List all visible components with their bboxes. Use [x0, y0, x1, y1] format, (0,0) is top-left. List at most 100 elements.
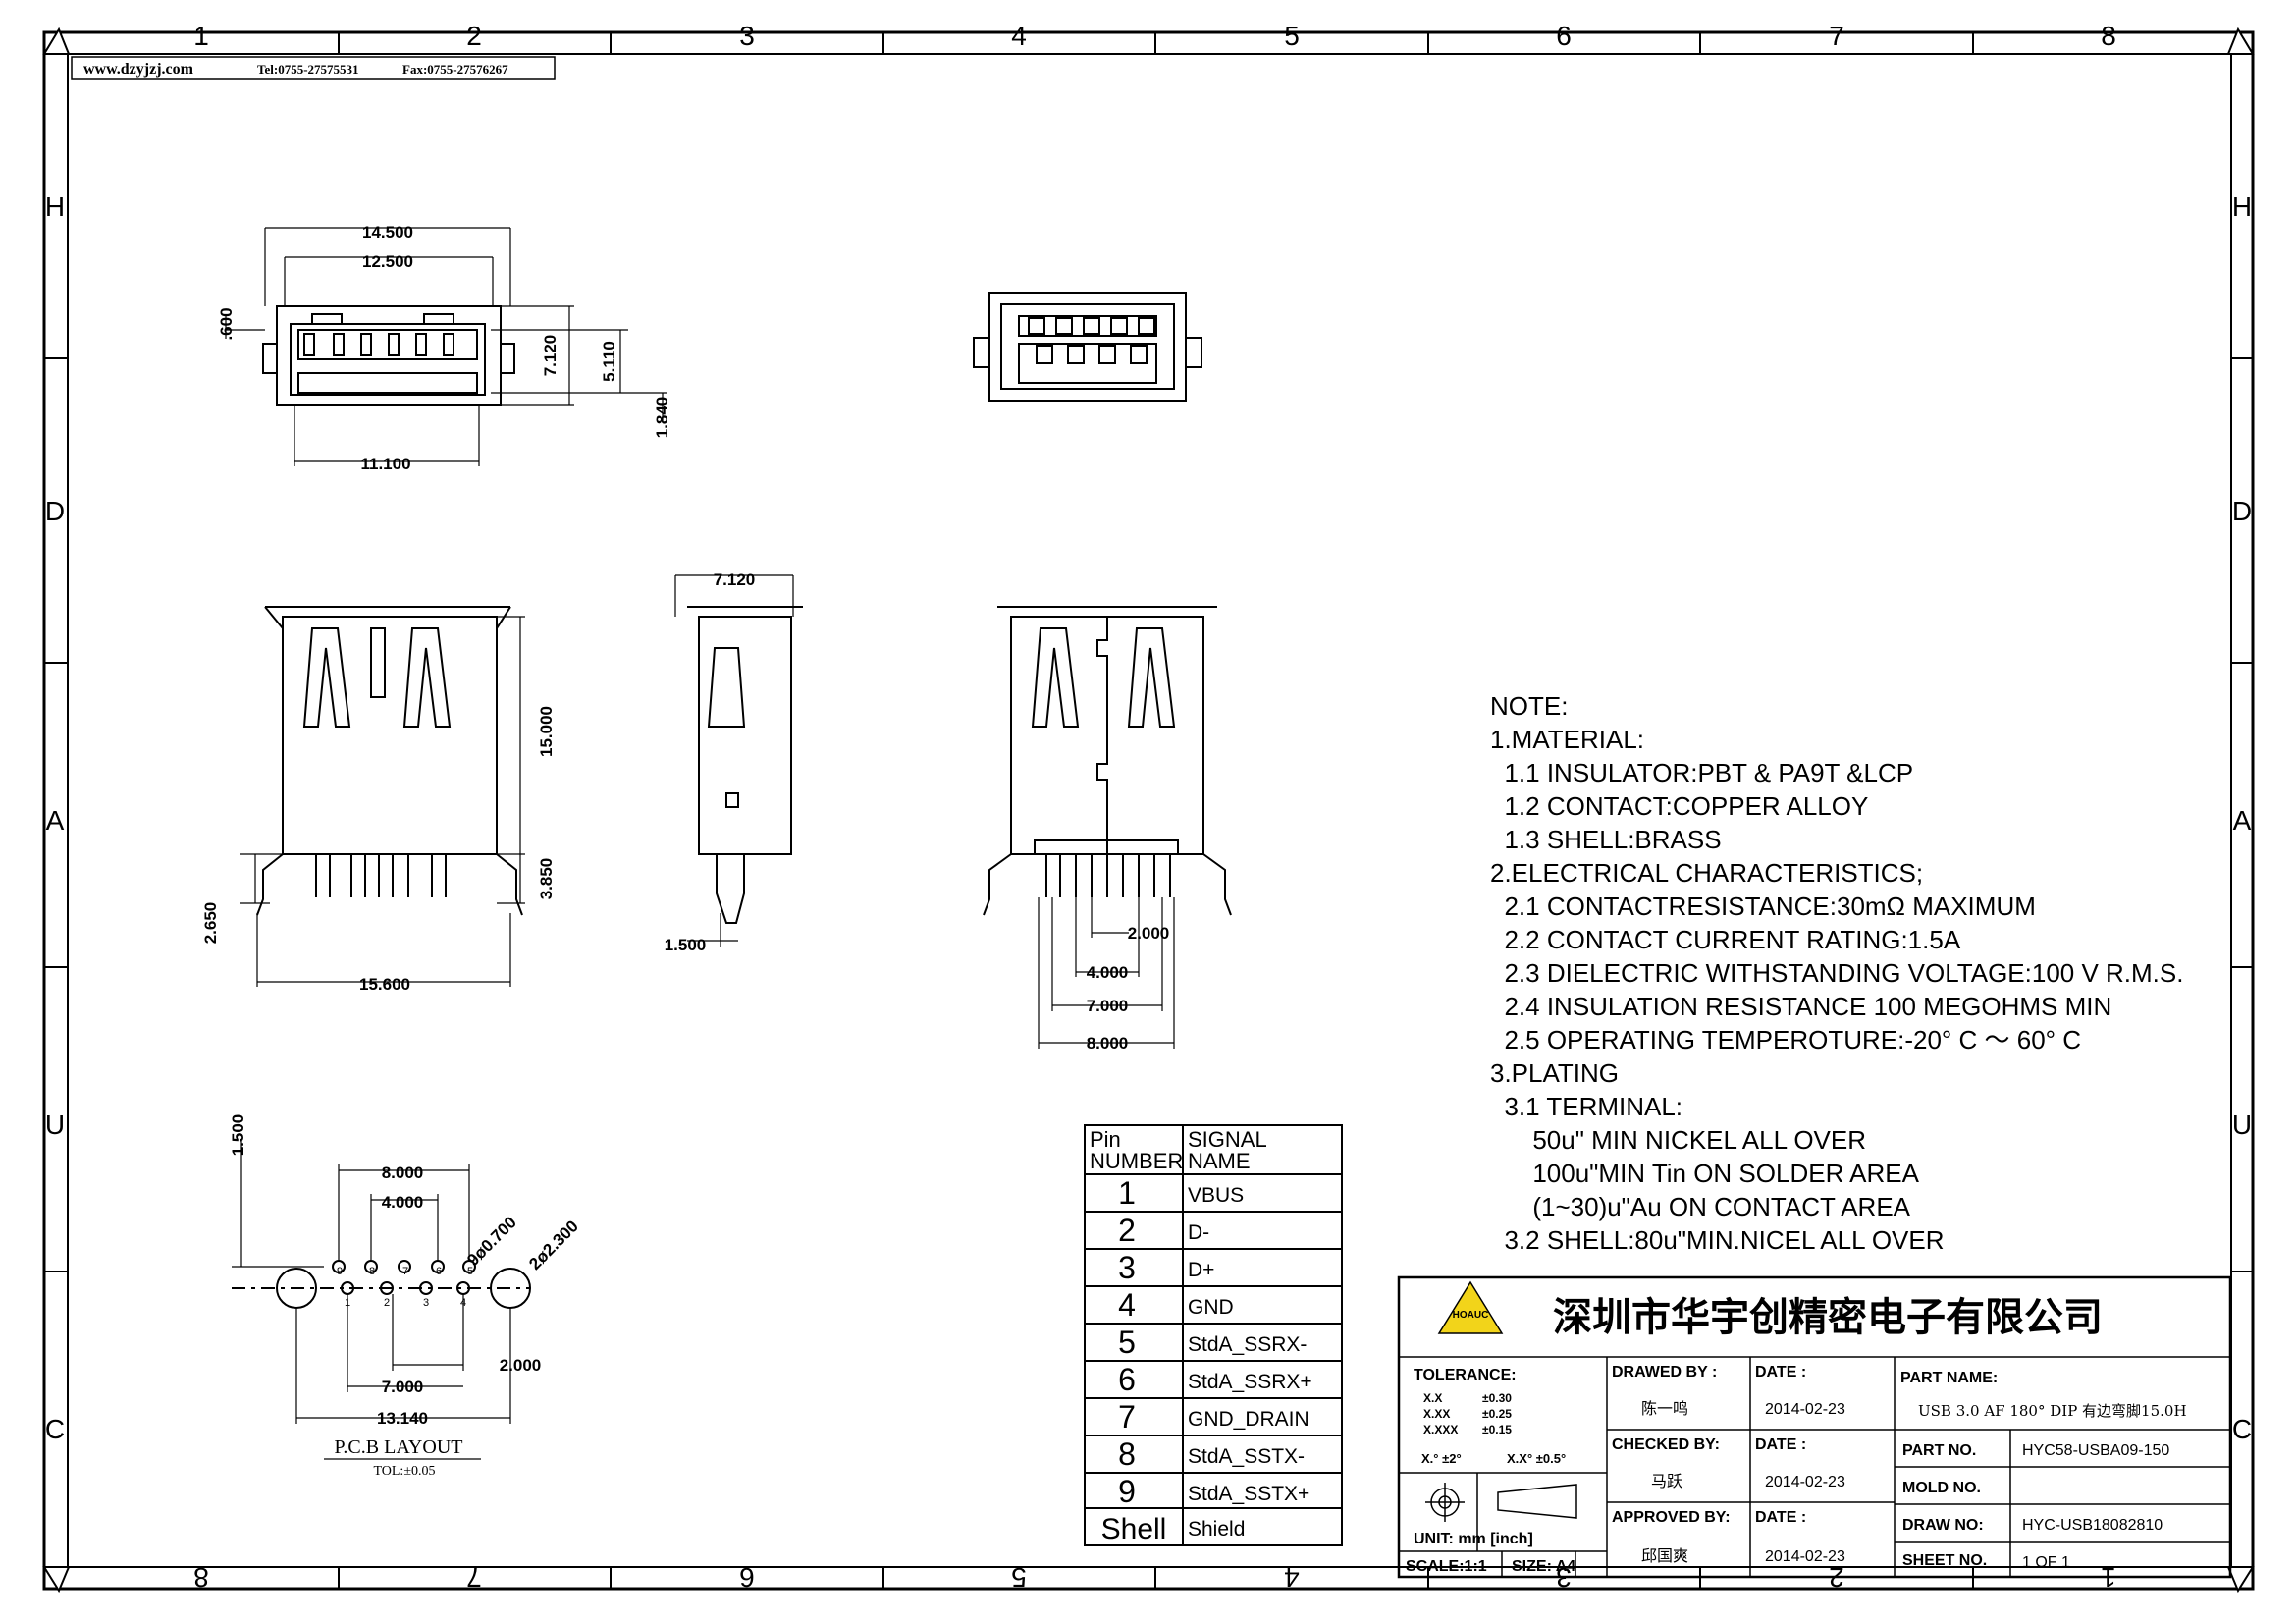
dim-14500: 14.500	[362, 223, 413, 242]
grid-bottom-4: 4	[1284, 1562, 1300, 1593]
part-name-value: USB 3.0 AF 180° DIP 有边弯脚15.0H	[1918, 1402, 2187, 1420]
tol-xx-value: ±0.25	[1482, 1407, 1512, 1421]
part-name-label: PART NAME:	[1900, 1370, 1998, 1386]
pcb-dim-4000: 4.000	[382, 1193, 424, 1212]
tol-xxx-label: X.XXX	[1423, 1423, 1458, 1436]
drawn-by-label: DRAWED BY :	[1612, 1364, 1717, 1380]
approved-by-label: APPROVED BY:	[1612, 1509, 1731, 1526]
note-line-2: 1.1 INSULATOR:PBT & PA9T &LCP	[1490, 758, 1913, 787]
date-value-1: 2014-02-23	[1765, 1401, 1845, 1418]
pin-number: 7	[1118, 1399, 1136, 1435]
grid-top-2: 2	[466, 21, 482, 51]
pin-table-header-signal-1: SIGNAL	[1188, 1127, 1267, 1152]
pin-signal: GND	[1188, 1296, 1234, 1319]
grid-left-u: U	[45, 1110, 65, 1140]
pin-signal: StdA_SSTX-	[1188, 1445, 1305, 1468]
grid-left-d: D	[45, 496, 65, 526]
note-line-4: 1.3 SHELL:BRASS	[1490, 825, 1722, 854]
dim-11100: 11.100	[360, 455, 410, 473]
pin-number: 3	[1118, 1250, 1136, 1285]
pcb-pin-3: 3	[423, 1297, 429, 1309]
date-label-1: DATE :	[1755, 1364, 1806, 1380]
pcb-layout	[232, 1139, 531, 1460]
company-logo: HOAUC	[1437, 1280, 1504, 1334]
mold-no-label: MOLD NO.	[1902, 1480, 1981, 1496]
grid-labels-top: 1 2 3 4 5 6 7 8	[193, 21, 2116, 51]
pcb-layout-tolerance: TOL:±0.05	[373, 1464, 435, 1479]
grid-top-4: 4	[1011, 21, 1027, 51]
note-line-9: 2.4 INSULATION RESISTANCE 100 MEGOHMS MI…	[1490, 992, 2111, 1021]
pcb-pin-9: 9	[337, 1266, 343, 1277]
logo-text: HOAUC	[1453, 1310, 1489, 1321]
grid-left-a: A	[46, 805, 65, 836]
dim-7000: 7.000	[1087, 997, 1129, 1015]
header-website: www.dzyjzj.com	[83, 61, 194, 78]
header-fax: Fax:0755-27576267	[402, 62, 508, 77]
grid-top-7: 7	[1829, 21, 1844, 51]
sheet-no-label: SHEET NO.	[1902, 1552, 1987, 1569]
pin-signal: StdA_SSRX+	[1188, 1371, 1312, 1393]
grid-top-8: 8	[2101, 21, 2116, 51]
dim-8000: 8.000	[1087, 1034, 1129, 1053]
grid-left-h: H	[45, 191, 65, 222]
side-view-1-dims: 15.000 3.850 2.650 15.600	[201, 706, 556, 994]
grid-right-u: U	[2232, 1110, 2252, 1140]
note-line-3: 1.2 CONTACT:COPPER ALLOY	[1490, 791, 1868, 821]
pin-signal: D+	[1188, 1259, 1214, 1281]
front-view	[225, 227, 667, 466]
note-line-12: 3.1 TERMINAL:	[1490, 1092, 1682, 1121]
note-line-7: 2.2 CONTACT CURRENT RATING:1.5A	[1490, 925, 1961, 954]
pin-number: Shell	[1101, 1513, 1167, 1545]
checked-by-value: 马跃	[1651, 1472, 1682, 1490]
sheet-no-value: 1 OF 1	[2022, 1554, 2070, 1571]
pcb-pin-1: 1	[345, 1297, 350, 1309]
dim-5110: 5.110	[600, 341, 618, 382]
side-view-2-dims: 7.120 1.500	[665, 570, 756, 954]
pin-signal: Shield	[1188, 1518, 1245, 1541]
pin-number: 2	[1118, 1213, 1136, 1248]
note-line-1: 1.MATERIAL:	[1490, 725, 1644, 754]
pin-number: 8	[1118, 1436, 1136, 1472]
draw-no-label: DRAW NO:	[1902, 1517, 1984, 1534]
tol-angle-2: X.X° ±0.5°	[1507, 1451, 1566, 1466]
tol-xxx-value: ±0.15	[1482, 1423, 1512, 1436]
pcb-dim-9-holes: 9ø0.700	[463, 1213, 520, 1270]
note-line-5: 2.ELECTRICAL CHARACTERISTICS;	[1490, 858, 1923, 888]
company-name: 深圳市华宇创精密电子有限公司	[1553, 1295, 2103, 1340]
side-view-3	[983, 606, 1232, 1049]
pcb-dim-8000: 8.000	[382, 1164, 424, 1182]
checked-by-label: CHECKED BY:	[1612, 1436, 1720, 1453]
pcb-pin-4: 4	[460, 1297, 466, 1309]
date-label-3: DATE :	[1755, 1509, 1806, 1526]
dim-1500: 1.500	[665, 936, 707, 954]
unit-label: UNIT: mm [inch]	[1414, 1531, 1533, 1547]
note-line-0: NOTE:	[1490, 691, 1568, 721]
dim-3850: 3.850	[537, 858, 556, 900]
grid-top-5: 5	[1284, 21, 1300, 51]
tol-xx-label: X.XX	[1423, 1407, 1450, 1421]
pcb-dim-7000: 7.000	[382, 1378, 424, 1396]
pcb-dim-13140: 13.140	[377, 1409, 428, 1428]
note-line-6: 2.1 CONTACTRESISTANCE:30mΩ MAXIMUM	[1490, 892, 2036, 921]
side-view-3-dims: 2.000 4.000 7.000 8.000	[1087, 924, 1170, 1053]
pcb-dim-2-holes: 2ø2.300	[525, 1217, 582, 1273]
pin-number: 6	[1118, 1362, 1136, 1397]
pin-signal: StdA_SSRX-	[1188, 1333, 1307, 1356]
pin-table-header-pin-2: NUMBER	[1090, 1149, 1183, 1173]
dim-2650: 2.650	[201, 902, 220, 945]
pcb-pin-7: 7	[402, 1266, 408, 1277]
side-view-1	[240, 606, 525, 987]
grid-right-a: A	[2233, 805, 2252, 836]
notes-block: NOTE: 1.MATERIAL: 1.1 INSULATOR:PBT & PA…	[1490, 691, 2183, 1255]
drawing-frame	[42, 27, 2255, 1594]
grid-right-h: H	[2232, 191, 2252, 222]
grid-labels-side: H D A U C H D A U C	[45, 191, 2252, 1444]
grid-top-1: 1	[193, 21, 209, 51]
draw-no-value: HYC-USB18082810	[2022, 1517, 2163, 1534]
date-value-3: 2014-02-23	[1765, 1548, 1845, 1565]
front-view-dims: 14.500 12.500 .600 7.120 5.110 1.840 11.…	[217, 223, 671, 473]
grid-left-c: C	[45, 1414, 65, 1444]
rear-view	[973, 292, 1202, 402]
pcb-pin-5: 5	[467, 1266, 473, 1277]
